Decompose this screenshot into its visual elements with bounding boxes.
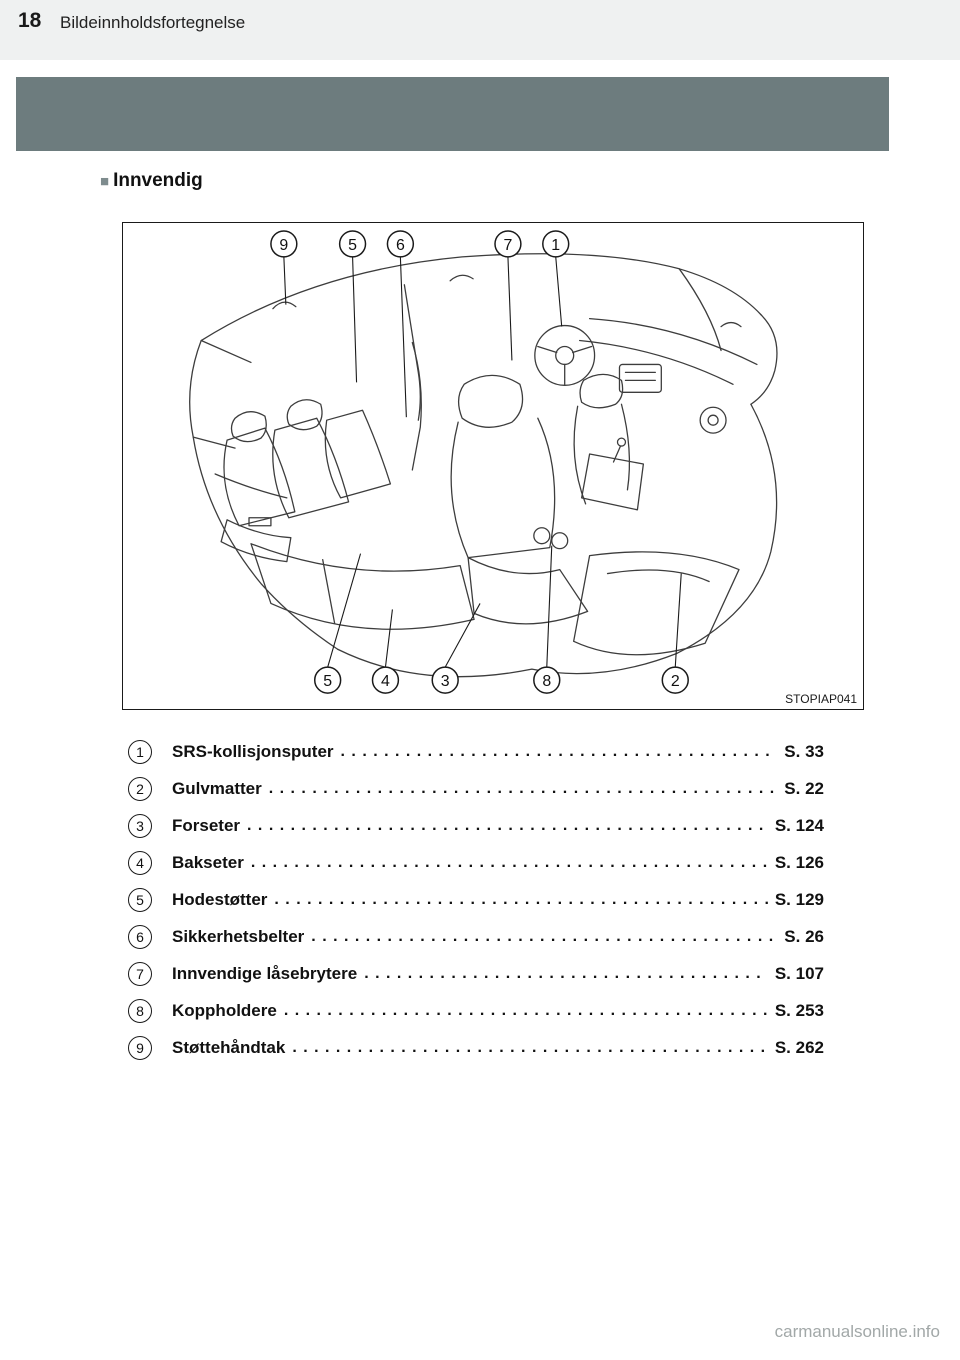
toc-item-number: 2 bbox=[128, 776, 152, 801]
toc-item-number: 1 bbox=[128, 739, 152, 764]
toc-item-label: Gulvmatter bbox=[172, 778, 262, 798]
toc-item-label: Hodestøtter bbox=[172, 889, 268, 909]
toc-row: 1 SRS-kollisjonsputer . . . . . . . . . … bbox=[128, 733, 824, 770]
toc-item-page-ref: S. 129 bbox=[774, 889, 824, 909]
toc-leader-dots: . . . . . . . . . . . . . . . . . . . . … bbox=[247, 816, 768, 834]
toc-item-label: Innvendige låsebrytere bbox=[172, 963, 358, 983]
toc-leader-dots: . . . . . . . . . . . . . . . . . . . . … bbox=[274, 890, 767, 908]
callouts-top: 9 5 6 7 1 bbox=[270, 230, 570, 258]
watermark: carmanualsonline.info bbox=[774, 1322, 940, 1341]
toc-leader-dots: . . . . . . . . . . . . . . . . . . . . … bbox=[283, 1001, 768, 1019]
header-title: Bildeinnholdsfortegnelse bbox=[60, 13, 246, 32]
toc-item-page-ref: S. 22 bbox=[784, 778, 824, 798]
toc-row: 9 Støttehåndtak . . . . . . . . . . . . … bbox=[128, 1029, 824, 1066]
callout-3: 3 bbox=[441, 673, 450, 690]
callouts-bottom: 5 4 3 8 2 bbox=[313, 666, 689, 694]
toc-row: 2 Gulvmatter . . . . . . . . . . . . . .… bbox=[128, 770, 824, 807]
toc-leader-dots: . . . . . . . . . . . . . . . . . . . . … bbox=[250, 853, 768, 871]
toc-item-page-ref: S. 126 bbox=[774, 852, 824, 872]
toc-item-label: Støttehåndtak bbox=[172, 1037, 286, 1057]
callout-2: 2 bbox=[671, 673, 680, 690]
section-heading: ■ Innvendig bbox=[100, 170, 203, 192]
toc-list: 1 SRS-kollisjonsputer . . . . . . . . . … bbox=[128, 733, 824, 1066]
square-bullet-icon: ■ bbox=[100, 172, 110, 190]
car-interior-illustration: 9 5 6 7 1 5 4 3 8 2 bbox=[189, 230, 778, 694]
callout-5-top: 5 bbox=[348, 237, 357, 254]
toc-item-number: 4 bbox=[128, 850, 152, 875]
toc-item-page-ref: S. 124 bbox=[774, 815, 824, 835]
callout-7: 7 bbox=[504, 237, 513, 254]
toc-item-number: 6 bbox=[128, 924, 152, 949]
toc-item-label: SRS-kollisjonsputer bbox=[172, 741, 334, 761]
interior-figure: 9 5 6 7 1 5 4 3 8 2 bbox=[122, 222, 864, 710]
toc-leader-dots: . . . . . . . . . . . . . . . . . . . . … bbox=[292, 1038, 768, 1056]
toc-row: 8 Koppholdere . . . . . . . . . . . . . … bbox=[128, 992, 824, 1029]
callout-9: 9 bbox=[279, 237, 288, 254]
toc-leader-dots: . . . . . . . . . . . . . . . . . . . . … bbox=[268, 779, 778, 797]
toc-row: 6 Sikkerhetsbelter . . . . . . . . . . .… bbox=[128, 918, 824, 955]
page-number: 18 bbox=[18, 9, 42, 32]
toc-item-page-ref: S. 33 bbox=[784, 741, 824, 761]
toc-item-label: Sikkerhetsbelter bbox=[172, 926, 305, 946]
toc-item-page-ref: S. 262 bbox=[774, 1037, 824, 1057]
toc-item-label: Bakseter bbox=[172, 852, 244, 872]
callout-4: 4 bbox=[381, 673, 390, 690]
callout-6: 6 bbox=[396, 237, 405, 254]
page-header: 18 Bildeinnholdsfortegnelse bbox=[0, 0, 960, 60]
toc-leader-dots: . . . . . . . . . . . . . . . . . . . . … bbox=[364, 964, 768, 982]
callout-leader-lines bbox=[283, 256, 682, 668]
section-title: Innvendig bbox=[113, 170, 203, 191]
toc-item-page-ref: S. 26 bbox=[784, 926, 824, 946]
toc-row: 4 Bakseter . . . . . . . . . . . . . . .… bbox=[128, 844, 824, 881]
toc-item-number: 9 bbox=[128, 1035, 152, 1060]
callout-8: 8 bbox=[542, 673, 551, 690]
callout-1: 1 bbox=[551, 237, 560, 254]
toc-leader-dots: . . . . . . . . . . . . . . . . . . . . … bbox=[340, 742, 778, 760]
toc-item-page-ref: S. 253 bbox=[774, 1000, 824, 1020]
toc-item-number: 7 bbox=[128, 961, 152, 986]
figure-code: STOPIAP041 bbox=[779, 691, 860, 707]
callout-5-bottom: 5 bbox=[323, 673, 332, 690]
toc-row: 5 Hodestøtter . . . . . . . . . . . . . … bbox=[128, 881, 824, 918]
toc-item-label: Koppholdere bbox=[172, 1000, 277, 1020]
toc-item-number: 3 bbox=[128, 813, 152, 838]
toc-row: 7 Innvendige låsebrytere . . . . . . . .… bbox=[128, 955, 824, 992]
toc-item-number: 8 bbox=[128, 998, 152, 1023]
chapter-banner bbox=[16, 77, 889, 151]
toc-row: 3 Forseter . . . . . . . . . . . . . . .… bbox=[128, 807, 824, 844]
toc-leader-dots: . . . . . . . . . . . . . . . . . . . . … bbox=[311, 927, 777, 945]
toc-item-page-ref: S. 107 bbox=[774, 963, 824, 983]
toc-item-label: Forseter bbox=[172, 815, 241, 835]
toc-item-number: 5 bbox=[128, 887, 152, 912]
